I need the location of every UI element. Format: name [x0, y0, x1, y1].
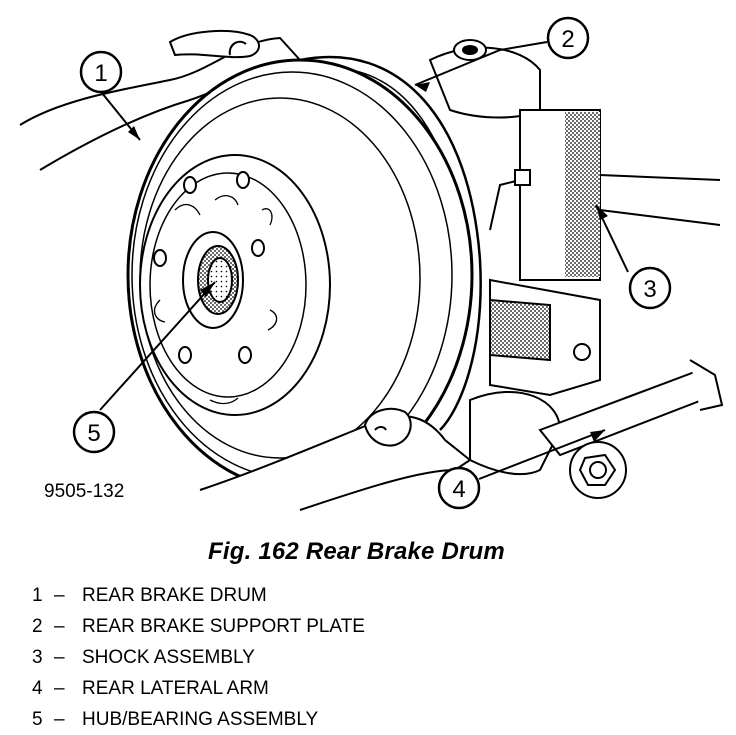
legend-label: REAR BRAKE SUPPORT PLATE: [82, 616, 365, 637]
legend-number: 3: [32, 647, 43, 668]
legend-item: 1–REAR BRAKE DRUM: [32, 580, 365, 611]
legend-item: 4–REAR LATERAL ARM: [32, 673, 365, 704]
callout-3: 3: [628, 266, 672, 310]
legend-item: 5–HUB/BEARING ASSEMBLY: [32, 704, 365, 735]
legend-number: 5: [32, 709, 43, 730]
legend-label: SHOCK ASSEMBLY: [82, 647, 255, 668]
svg-text:1: 1: [94, 60, 107, 87]
legend-label: HUB/BEARING ASSEMBLY: [82, 709, 319, 730]
legend-dash: –: [54, 647, 65, 668]
callout-5: 5: [72, 410, 116, 454]
lateral-arm-icon: [469, 278, 724, 499]
callout-1: 1: [79, 50, 123, 94]
svg-text:5: 5: [87, 420, 100, 447]
legend-item: 3–SHOCK ASSEMBLY: [32, 642, 365, 673]
shock-absorber-icon: [428, 39, 721, 281]
legend-label: REAR LATERAL ARM: [82, 678, 269, 699]
legend-number: 2: [32, 616, 43, 637]
legend: 1–REAR BRAKE DRUM 2–REAR BRAKE SUPPORT P…: [32, 580, 365, 735]
callout-4: 4: [437, 466, 481, 510]
legend-dash: –: [54, 585, 65, 606]
svg-text:2: 2: [561, 26, 574, 53]
hand-icon: [19, 29, 302, 171]
svg-text:4: 4: [452, 476, 465, 503]
legend-number: 4: [32, 678, 43, 699]
hub-bearing-icon: [182, 231, 244, 329]
figure-caption: Fig. 162 Rear Brake Drum: [208, 538, 505, 565]
part-code: 9505-132: [44, 481, 124, 502]
legend-item: 2–REAR BRAKE SUPPORT PLATE: [32, 611, 365, 642]
legend-number: 1: [32, 585, 43, 606]
legend-dash: –: [54, 709, 65, 730]
svg-text:3: 3: [643, 276, 656, 303]
brake-drum-diagram: 1 2 3 4 5 9505-132: [19, 16, 724, 511]
legend-dash: –: [54, 616, 65, 637]
legend-dash: –: [54, 678, 65, 699]
callout-2: 2: [546, 16, 590, 60]
legend-label: REAR BRAKE DRUM: [82, 585, 267, 606]
brake-drum-icon: [126, 58, 474, 492]
hand-icon: [199, 407, 472, 511]
